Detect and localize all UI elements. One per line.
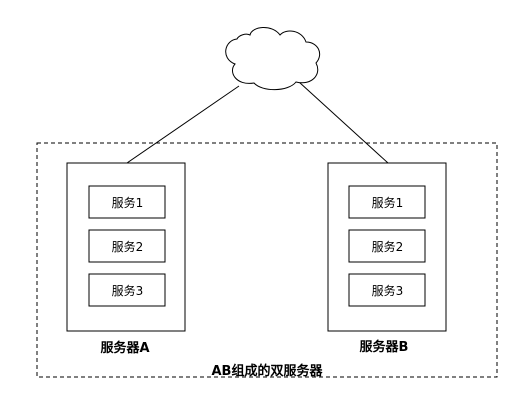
server-b-service-3: [348, 273, 426, 307]
server-a-title: 服务器A: [100, 341, 150, 356]
server-b-service-3-label: 服务3: [371, 284, 404, 298]
server-group-title: AB组成的双服务器: [211, 364, 323, 379]
server-b-service-1-label: 服务1: [371, 196, 404, 210]
server-a-service-2: [88, 229, 166, 263]
server-b-service-2-label: 服务2: [371, 240, 404, 254]
server-a-service-1-label: 服务1: [111, 196, 144, 210]
server-b-service-1: [348, 185, 426, 219]
server-b-title: 服务器B: [359, 340, 409, 355]
server-a-service-1: [88, 185, 166, 219]
server-b-service-2: [348, 229, 426, 263]
cloud-icon: [225, 27, 321, 91]
server-a-service-3-label: 服务3: [111, 284, 144, 298]
connector-cloud-to-server-a: [126, 85, 240, 164]
server-a-service-3: [88, 273, 166, 307]
connector-cloud-to-server-b: [298, 81, 389, 164]
server-group-boundary: [36, 142, 498, 378]
server-a-service-2-label: 服务2: [111, 240, 144, 254]
